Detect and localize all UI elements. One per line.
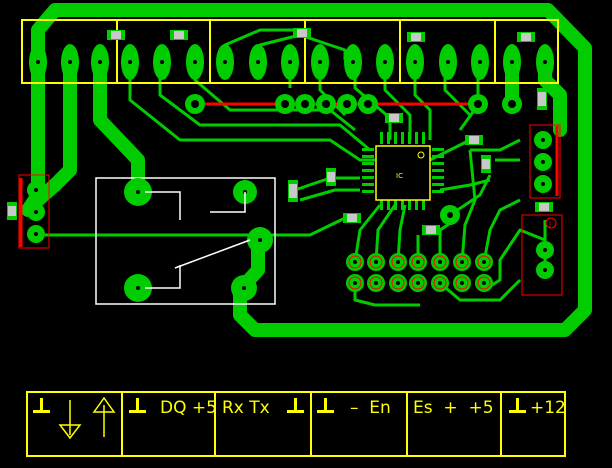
copper-traces-thick	[21, 3, 592, 337]
legend-cell2-label: DQ +5	[160, 398, 217, 418]
smd-resistors	[7, 28, 553, 235]
red-markers	[19, 102, 559, 247]
legend-strip	[26, 391, 566, 457]
ic-qfp: IC	[362, 132, 444, 210]
legend-cell5-label: Es + +5	[413, 398, 494, 418]
top-connector-outlines	[21, 19, 559, 84]
pin-header-2x7	[346, 253, 493, 292]
top-connector-holes	[36, 60, 547, 64]
ground-down-up-arrows	[58, 396, 116, 440]
ic-label: IC	[396, 172, 403, 180]
legend-cell4-label: – En	[350, 398, 391, 418]
lower-right-connector: J	[521, 214, 563, 296]
ground-icons	[33, 398, 526, 413]
conn-label: J	[548, 220, 551, 228]
left-connector	[18, 174, 50, 249]
legend-cell6-label: +12	[530, 398, 566, 418]
right-connector	[529, 124, 561, 199]
relay	[95, 177, 276, 305]
legend-cell3-label: Rx Tx	[222, 398, 270, 418]
header-row-pads	[185, 94, 522, 114]
